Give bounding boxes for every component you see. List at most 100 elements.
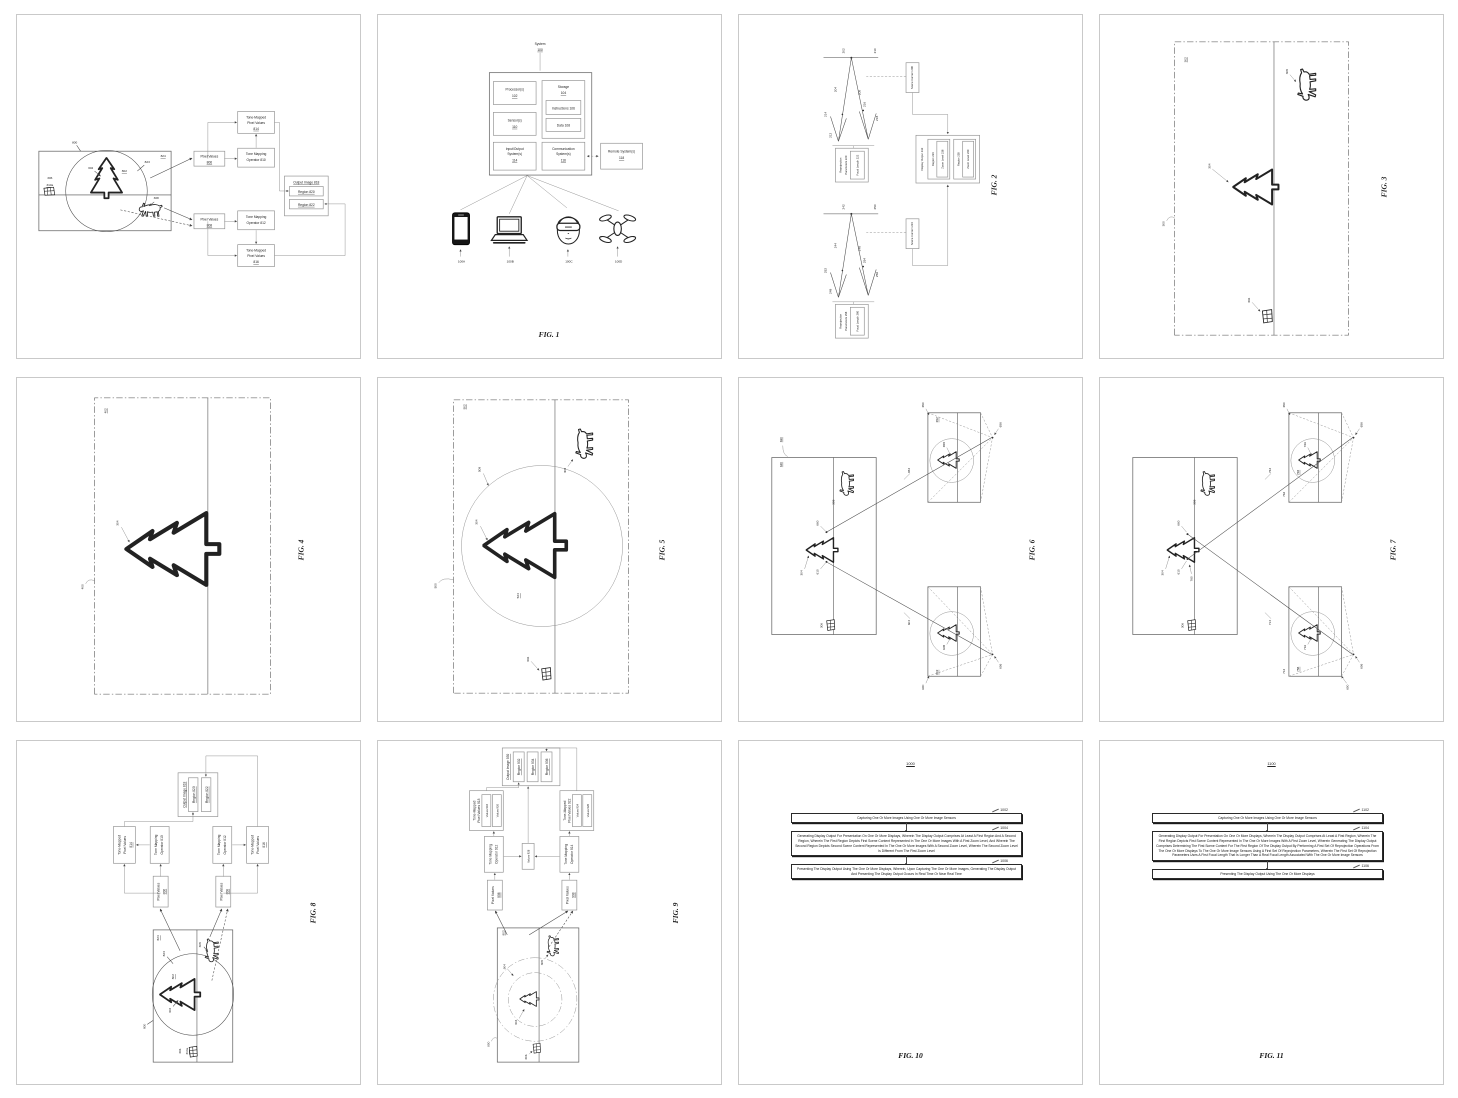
sheet-fig3[interactable]: 302 300 304 308 306 FIG. 3 bbox=[1099, 14, 1444, 359]
fig6-image-right: 656 652 658 650 bbox=[921, 402, 1002, 503]
pixel-values-2: Pixel Values bbox=[565, 886, 569, 904]
fig2-ref: 242 bbox=[841, 204, 845, 209]
ref-656: 656 bbox=[998, 422, 1002, 427]
ref-400: 400 bbox=[81, 584, 85, 589]
tree-icon bbox=[482, 511, 569, 580]
reproj-params-1b: Parameters 220 bbox=[844, 155, 848, 175]
display-output: Display Output 232 bbox=[920, 147, 924, 170]
tmpv-1b: Pixel Values bbox=[123, 836, 127, 854]
ref-660: 660 bbox=[816, 520, 820, 525]
region-2: Region 822 bbox=[298, 203, 315, 207]
fig7-caption: FIG. 7 bbox=[1388, 539, 1397, 560]
fig2-ref: 216 bbox=[862, 102, 866, 107]
fig3-drawing: 302 300 304 308 306 FIG. 3 bbox=[1162, 41, 1388, 336]
ref-650: 650 bbox=[1282, 402, 1286, 407]
sheet-fig10[interactable]: 1000 1002 Capturing One Or More Images U… bbox=[738, 740, 1083, 1085]
tmo-2-num: Operator 812 bbox=[223, 835, 227, 854]
pixel-values-2-num: 908 bbox=[571, 892, 575, 898]
sheet-fig6[interactable]: 660 610 304 308 306 690 620 656 bbox=[738, 377, 1083, 722]
flow-step: 1006 Presenting The Display Output Using… bbox=[791, 859, 1022, 880]
flowchart-label: 1100 bbox=[1267, 761, 1276, 766]
goat-icon bbox=[204, 938, 219, 963]
system-number: 100 bbox=[537, 48, 543, 52]
ref-fence: 306 bbox=[47, 176, 52, 180]
tree-icon bbox=[126, 513, 219, 585]
ref-600: 600 bbox=[921, 684, 925, 689]
flow-step: 1004 Generating Display Output For Prese… bbox=[791, 826, 1022, 857]
flowchart-steps: 1002 Capturing One Or More Images Using … bbox=[791, 808, 1022, 880]
tmpv-1-num: 814 bbox=[129, 842, 133, 848]
fig1-drawing: System 100 Processor(s) 102 Storage 104 … bbox=[452, 42, 643, 339]
fig5-landscape: 502 500 508 304 524 308 306 FIG. 5 bbox=[434, 399, 666, 694]
sheet-fig11[interactable]: 1100 1102 Capturing One Or More Images U… bbox=[1099, 740, 1444, 1085]
fig1-caption: FIG. 1 bbox=[539, 330, 560, 339]
values-junction: Values 928 bbox=[527, 849, 531, 863]
pixel-values-2: Pixel Values bbox=[201, 217, 219, 221]
fig8-landscape: 800 824 304 802 823 306 310a 308 Pixel V… bbox=[113, 755, 317, 1063]
tmo-1: Tone Mapping bbox=[246, 152, 267, 156]
ref-600: 600 bbox=[1346, 684, 1350, 689]
sheet-fig8[interactable]: 800 824 304 802 823 306 310a 308 Pixel V… bbox=[16, 740, 361, 1085]
fig2-top-diagram: Reprojection Parameters 220 Focal Length… bbox=[823, 48, 949, 183]
fig8-drawing: 800 824 304 802 823 306 310a 308 Pixel V… bbox=[113, 755, 317, 1063]
remote: Remote System(s) bbox=[608, 150, 635, 154]
sheet-fig2[interactable]: Reprojection Parameters 220 Focal Length… bbox=[738, 14, 1083, 359]
sheet-fig7[interactable]: 660 610 304 760 308 306 656 bbox=[1099, 377, 1444, 722]
ref-764: 764 bbox=[1268, 468, 1272, 473]
reproj-params-1a: Reprojection bbox=[838, 157, 842, 173]
ref-circle: 802 bbox=[122, 169, 127, 173]
step-box: Presenting The Display Output Using The … bbox=[1152, 869, 1383, 880]
scene-content-2: Scene Content 224 bbox=[910, 222, 914, 245]
ref-fence: 306 bbox=[178, 1048, 182, 1053]
ref-768: 768 bbox=[1296, 470, 1300, 475]
fig2-ref: 218 bbox=[875, 116, 879, 121]
sensors: Sensor(s) bbox=[508, 118, 522, 122]
zoom-level-236: Zoom Level 236 bbox=[940, 149, 944, 169]
step-box: Generating Display Output For Presentati… bbox=[1152, 831, 1383, 861]
device-100c: 100C bbox=[565, 260, 573, 264]
ref-306: 306 bbox=[1181, 623, 1185, 628]
pixel-values-1: Pixel Values bbox=[201, 155, 219, 159]
fig6-caption: FIG. 6 bbox=[1027, 539, 1036, 560]
sensors-num: 110 bbox=[512, 125, 517, 129]
ref-fence2: 310a bbox=[185, 1047, 189, 1054]
sheet-fig1[interactable]: System 100 Processor(s) 102 Storage 104 … bbox=[377, 14, 722, 359]
tmpv-2a: Tone-Mapped bbox=[563, 800, 567, 820]
ref-508: 508 bbox=[477, 467, 481, 472]
ref-308: 308 bbox=[1192, 499, 1196, 504]
tmpv-2b: Pixel Values bbox=[247, 254, 265, 258]
ref-652: 652 bbox=[935, 417, 939, 422]
fig10-caption: FIG. 10 bbox=[898, 1051, 923, 1060]
ref-302: 302 bbox=[1183, 57, 1187, 62]
pixel-values-2-num: 808 bbox=[225, 889, 229, 895]
sheet-fig9[interactable]: 900 902 904 304 306 308 Pixel Values 906… bbox=[377, 740, 722, 1085]
fig4-drawing: 402 400 304 FIG. 4 bbox=[81, 397, 305, 695]
zoom-level-240: Zoom Level 240 bbox=[966, 149, 970, 169]
fence-icon bbox=[188, 1045, 198, 1058]
flowchart-label: 1000 bbox=[906, 761, 915, 766]
step-ref: 1104 bbox=[1361, 825, 1369, 830]
ref-fence2: 310a bbox=[46, 183, 53, 187]
sheet-fig4[interactable]: 402 400 304 FIG. 4 bbox=[16, 377, 361, 722]
tree-icon bbox=[519, 991, 540, 1007]
remote-num: 118 bbox=[619, 156, 624, 160]
tree-icon bbox=[1166, 537, 1200, 563]
io-2: System(s) bbox=[507, 152, 522, 156]
ref-604: 604 bbox=[907, 620, 911, 625]
smartphone-icon bbox=[452, 212, 470, 246]
flow-step: 1106 Presenting The Display Output Using… bbox=[1152, 864, 1383, 880]
step-box: Capturing One Or More Images Using One O… bbox=[791, 813, 1022, 824]
sheet-abstract-figure[interactable]: 800 824 304 802 823 306 310a 308 Pixel V… bbox=[16, 14, 361, 359]
step-ref: 1004 bbox=[1000, 825, 1008, 830]
ref-610: 610 bbox=[816, 569, 820, 574]
ref-606: 606 bbox=[1359, 663, 1363, 668]
ref-308: 308 bbox=[1285, 69, 1289, 74]
tmo-1-num: Operator 912 bbox=[494, 845, 498, 864]
ref-circle: 802 bbox=[171, 974, 175, 979]
tree-icon bbox=[90, 157, 123, 200]
sheet-fig5[interactable]: 502 500 508 304 524 308 306 FIG. 5 bbox=[377, 377, 722, 722]
down-arrow-icon bbox=[905, 856, 907, 865]
tree-icon bbox=[1232, 168, 1280, 206]
flow-diagram: Pixel Values 806 Tone Mapping Operator 8… bbox=[193, 111, 346, 267]
down-arrow-icon bbox=[1266, 823, 1268, 832]
